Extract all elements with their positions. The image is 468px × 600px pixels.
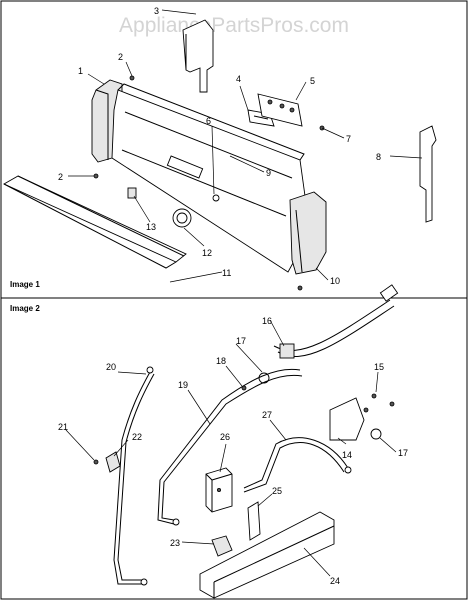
part-21-screw-icon [93,459,99,465]
part-label: 6 [206,116,211,126]
part-label: 24 [330,576,340,586]
part-label: 1 [78,66,83,76]
part-label: 7 [346,134,351,144]
part-label: 9 [266,168,271,178]
part-19-tube [157,368,303,526]
screw-icon [93,173,99,179]
part-13-clip [127,187,137,199]
image-1-title: Image 1 [10,280,40,289]
part-17-fitting [370,428,382,440]
part-label: 27 [262,410,272,420]
part-10-end-cap [289,191,327,275]
part-12-knob [172,208,192,228]
part-label: 2 [118,52,123,62]
part-23-valve [211,535,233,557]
part-14-bracket [329,397,365,441]
part-22-bracket [105,451,121,473]
part-15-screw-icon [371,393,377,399]
part-18-screw-icon [241,385,247,391]
part-25-bracket [247,501,261,541]
screw-icon [363,407,369,413]
part-label: 10 [330,276,340,286]
part-label: 12 [202,248,212,258]
part-11-trim [3,175,187,269]
part-label: 18 [216,356,226,366]
part-label: 11 [222,268,231,278]
part-3-bracket [182,19,214,93]
part-16-gas-line [273,284,399,359]
part-label: 4 [236,74,241,84]
screw-icon [129,75,135,81]
screw-icon [297,285,303,291]
part-24-manifold-bracket [199,511,335,599]
watermark-text: AppliancePartsPros.com [119,14,349,37]
part-label: 20 [106,362,116,372]
part-label: 17 [398,448,408,458]
part-26-regulator [205,467,233,513]
part-label: 19 [178,380,188,390]
part-label: 21 [58,422,68,432]
image-2-title: Image 2 [10,304,40,313]
part-label: 22 [132,432,142,442]
part-8-bracket [419,125,437,223]
part-label: 15 [374,362,384,372]
part-label: 14 [342,450,352,460]
part-label: 5 [310,76,315,86]
part-20-tube [113,366,155,586]
part-5-control-board [257,93,303,127]
part-27-tube [243,437,352,493]
screw-icon [389,401,395,407]
part-label: 16 [262,316,272,326]
image-2-section: Image 2 [10,284,408,599]
part-label: 25 [272,486,282,496]
part-label: 17 [236,336,246,346]
image-1-section: Image 1 [3,6,437,291]
part-label: 13 [146,222,156,232]
part-label: 2 [58,172,63,182]
part-label: 8 [376,152,381,162]
part-label: 3 [154,6,159,16]
part-label: 23 [170,538,180,548]
screw-icon [319,125,325,131]
part-label: 26 [220,432,230,442]
